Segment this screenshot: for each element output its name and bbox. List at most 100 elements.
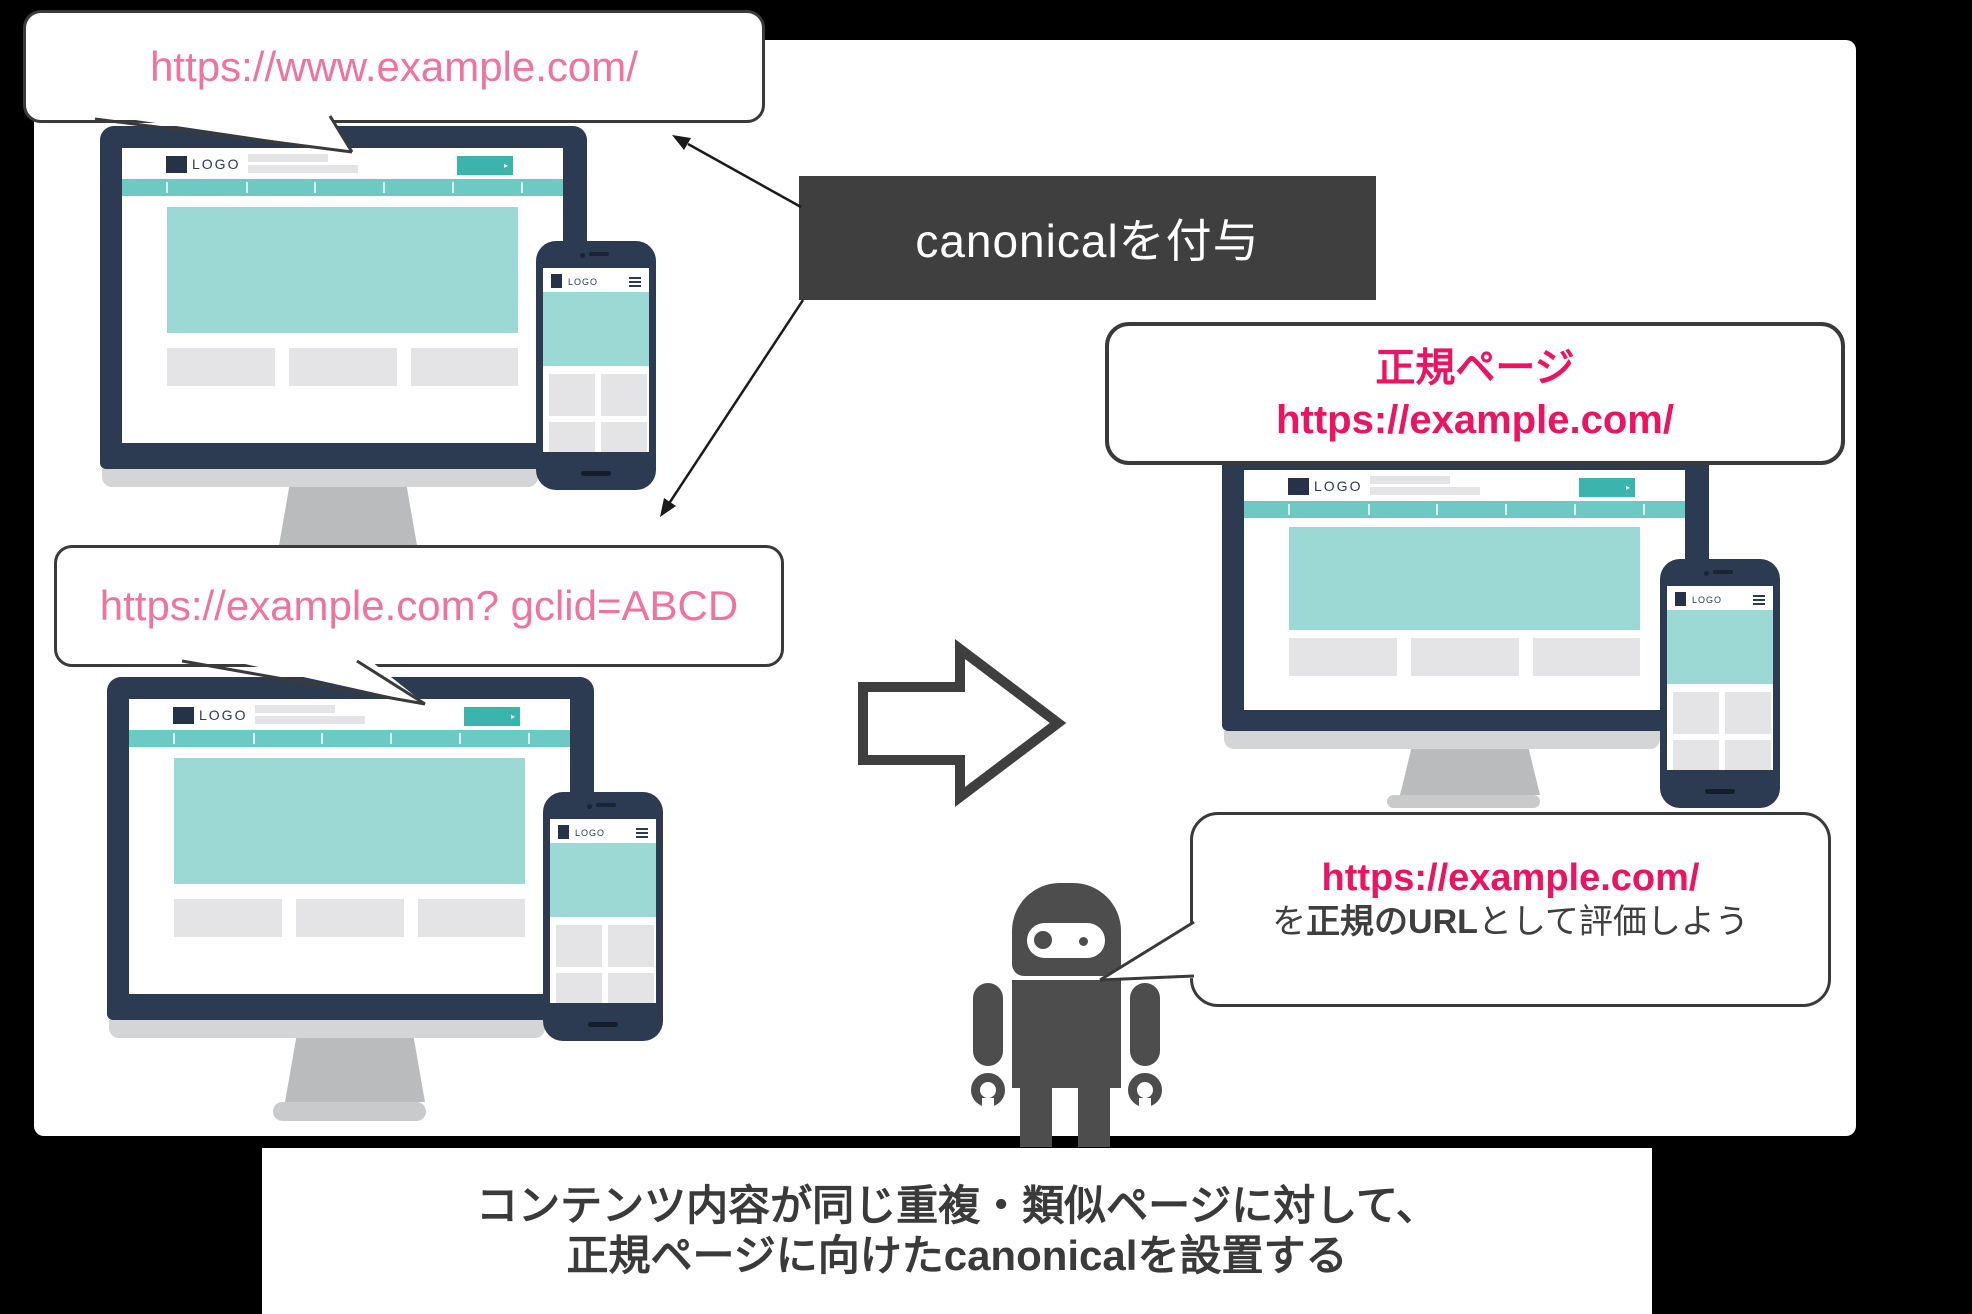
header-placeholder-bar <box>248 154 328 162</box>
duplicate-url-gclid: https://example.com? gclid=ABCD <box>99 582 739 629</box>
canonical-assign-text: canonicalを付与 <box>915 215 1260 267</box>
hero-block <box>174 758 525 884</box>
site-logo-icon <box>166 156 187 173</box>
caption-box: コンテンツ内容が同じ重複・類似ページに対して、 正規ページに向けたcanonic… <box>262 1148 1652 1314</box>
monitor-stand-neck <box>1400 749 1540 795</box>
robot-leg <box>1020 1088 1052 1147</box>
phone-camera-dot <box>1704 571 1709 576</box>
header-placeholder-bar <box>1370 476 1450 484</box>
phone-camera-dot <box>587 804 592 809</box>
content-block <box>167 348 275 386</box>
phone-screen: LOGO <box>543 268 649 452</box>
phone-home-bar <box>588 1022 618 1027</box>
robot-eye <box>1034 931 1052 949</box>
desktop-mockup: LOGO ▸ <box>100 126 587 469</box>
phone-screen: LOGO <box>1667 586 1773 770</box>
header-placeholder-bar <box>248 165 358 173</box>
canonical-page-url: https://example.com/ <box>1276 397 1674 442</box>
phone-camera-dot <box>580 253 585 258</box>
desktop-screen: LOGO ▸ <box>129 699 570 994</box>
content-block <box>1673 740 1719 770</box>
content-block <box>556 973 602 1003</box>
desktop-screen: LOGO ▸ <box>1244 470 1685 710</box>
phone-mockup: LOGO <box>536 241 656 490</box>
phone-screen: LOGO <box>550 819 656 1003</box>
content-block <box>411 348 518 386</box>
site-logo-text: LOGO <box>1314 478 1363 494</box>
header-placeholder-bar <box>1370 487 1480 495</box>
header-placeholder-bar <box>255 716 365 724</box>
robot-leg <box>1078 1088 1110 1147</box>
speech-bubble-gclid-url: https://example.com? gclid=ABCD <box>54 545 784 667</box>
monitor-stand-neck <box>285 1038 425 1102</box>
content-block <box>1289 638 1397 676</box>
hero-block <box>550 843 656 917</box>
hero-block <box>543 292 649 366</box>
site-logo-text: LOGO <box>568 277 599 287</box>
crawler-url: https://example.com/ <box>1321 857 1700 899</box>
robot-body <box>1012 980 1121 1088</box>
site-logo-icon <box>1288 478 1309 495</box>
site-logo-text: LOGO <box>1692 595 1723 605</box>
content-block <box>549 422 595 452</box>
caption-line2: 正規ページに向けたcanonicalを設置する <box>566 1232 1348 1279</box>
monitor-stand-neck <box>278 487 418 551</box>
content-block <box>549 374 595 416</box>
site-logo-icon <box>551 274 562 288</box>
content-block <box>608 973 654 1003</box>
phone-home-bar <box>1705 789 1735 794</box>
speech-bubble-crawler: https://example.com/ を正規のURLとして評価しよう <box>1190 812 1831 1007</box>
content-block <box>296 899 404 937</box>
phone-home-bar <box>581 471 611 476</box>
canonical-assign-label: canonicalを付与 <box>799 176 1376 300</box>
phone-speaker <box>1713 570 1733 574</box>
phone-mockup: LOGO <box>1660 559 1780 808</box>
speech-bubble-canonical-page: 正規ページ https://example.com/ <box>1105 322 1845 465</box>
monitor-chin <box>1224 731 1660 749</box>
phone-mockup: LOGO <box>543 792 663 1041</box>
monitor-stand-base <box>1387 795 1540 808</box>
robot-arm <box>1130 983 1160 1066</box>
monitor-chin <box>109 1020 545 1038</box>
crawler-robot <box>965 880 1175 1150</box>
device-group-canonical: LOGO ▸ LOGO <box>1222 450 1882 950</box>
content-block <box>289 348 397 386</box>
site-logo-icon <box>1675 592 1686 606</box>
content-block <box>1725 740 1771 770</box>
robot-arm <box>973 983 1003 1066</box>
cta-button: ▸ <box>1579 478 1635 497</box>
hero-block <box>167 207 518 333</box>
content-block <box>556 925 602 967</box>
hero-block <box>1289 527 1640 630</box>
nav-bar <box>129 730 570 747</box>
cta-button: ▸ <box>457 156 513 175</box>
device-group-gclid: LOGO ▸ LOGO <box>107 677 767 1177</box>
crawler-comment: を正規のURLとして評価しよう <box>1272 903 1749 941</box>
desktop-mockup: LOGO ▸ <box>1222 450 1709 731</box>
content-block <box>1673 692 1719 734</box>
content-block <box>601 374 647 416</box>
phone-speaker <box>596 803 616 807</box>
robot-eye <box>1079 937 1088 946</box>
monitor-chin <box>102 469 538 487</box>
site-logo-text: LOGO <box>199 707 248 723</box>
caption-line1: コンテンツ内容が同じ重複・類似ページに対して、 <box>476 1182 1438 1229</box>
desktop-screen: LOGO ▸ <box>122 148 563 443</box>
content-block <box>174 899 282 937</box>
phone-speaker <box>589 252 609 256</box>
speech-bubble-www-url: https://www.example.com/ <box>23 10 765 123</box>
nav-bar <box>122 179 563 196</box>
hero-block <box>1667 610 1773 684</box>
site-logo-text: LOGO <box>192 156 241 172</box>
content-block <box>1411 638 1519 676</box>
duplicate-url-www: https://www.example.com/ <box>150 42 638 90</box>
nav-bar <box>1244 501 1685 518</box>
content-block <box>1725 692 1771 734</box>
cta-button: ▸ <box>464 707 520 726</box>
desktop-mockup: LOGO ▸ <box>107 677 594 1020</box>
device-group-www: LOGO ▸ LOGO <box>100 126 760 626</box>
site-logo-icon <box>173 707 194 724</box>
site-logo-text: LOGO <box>575 828 606 838</box>
monitor-stand-base <box>273 1102 426 1121</box>
